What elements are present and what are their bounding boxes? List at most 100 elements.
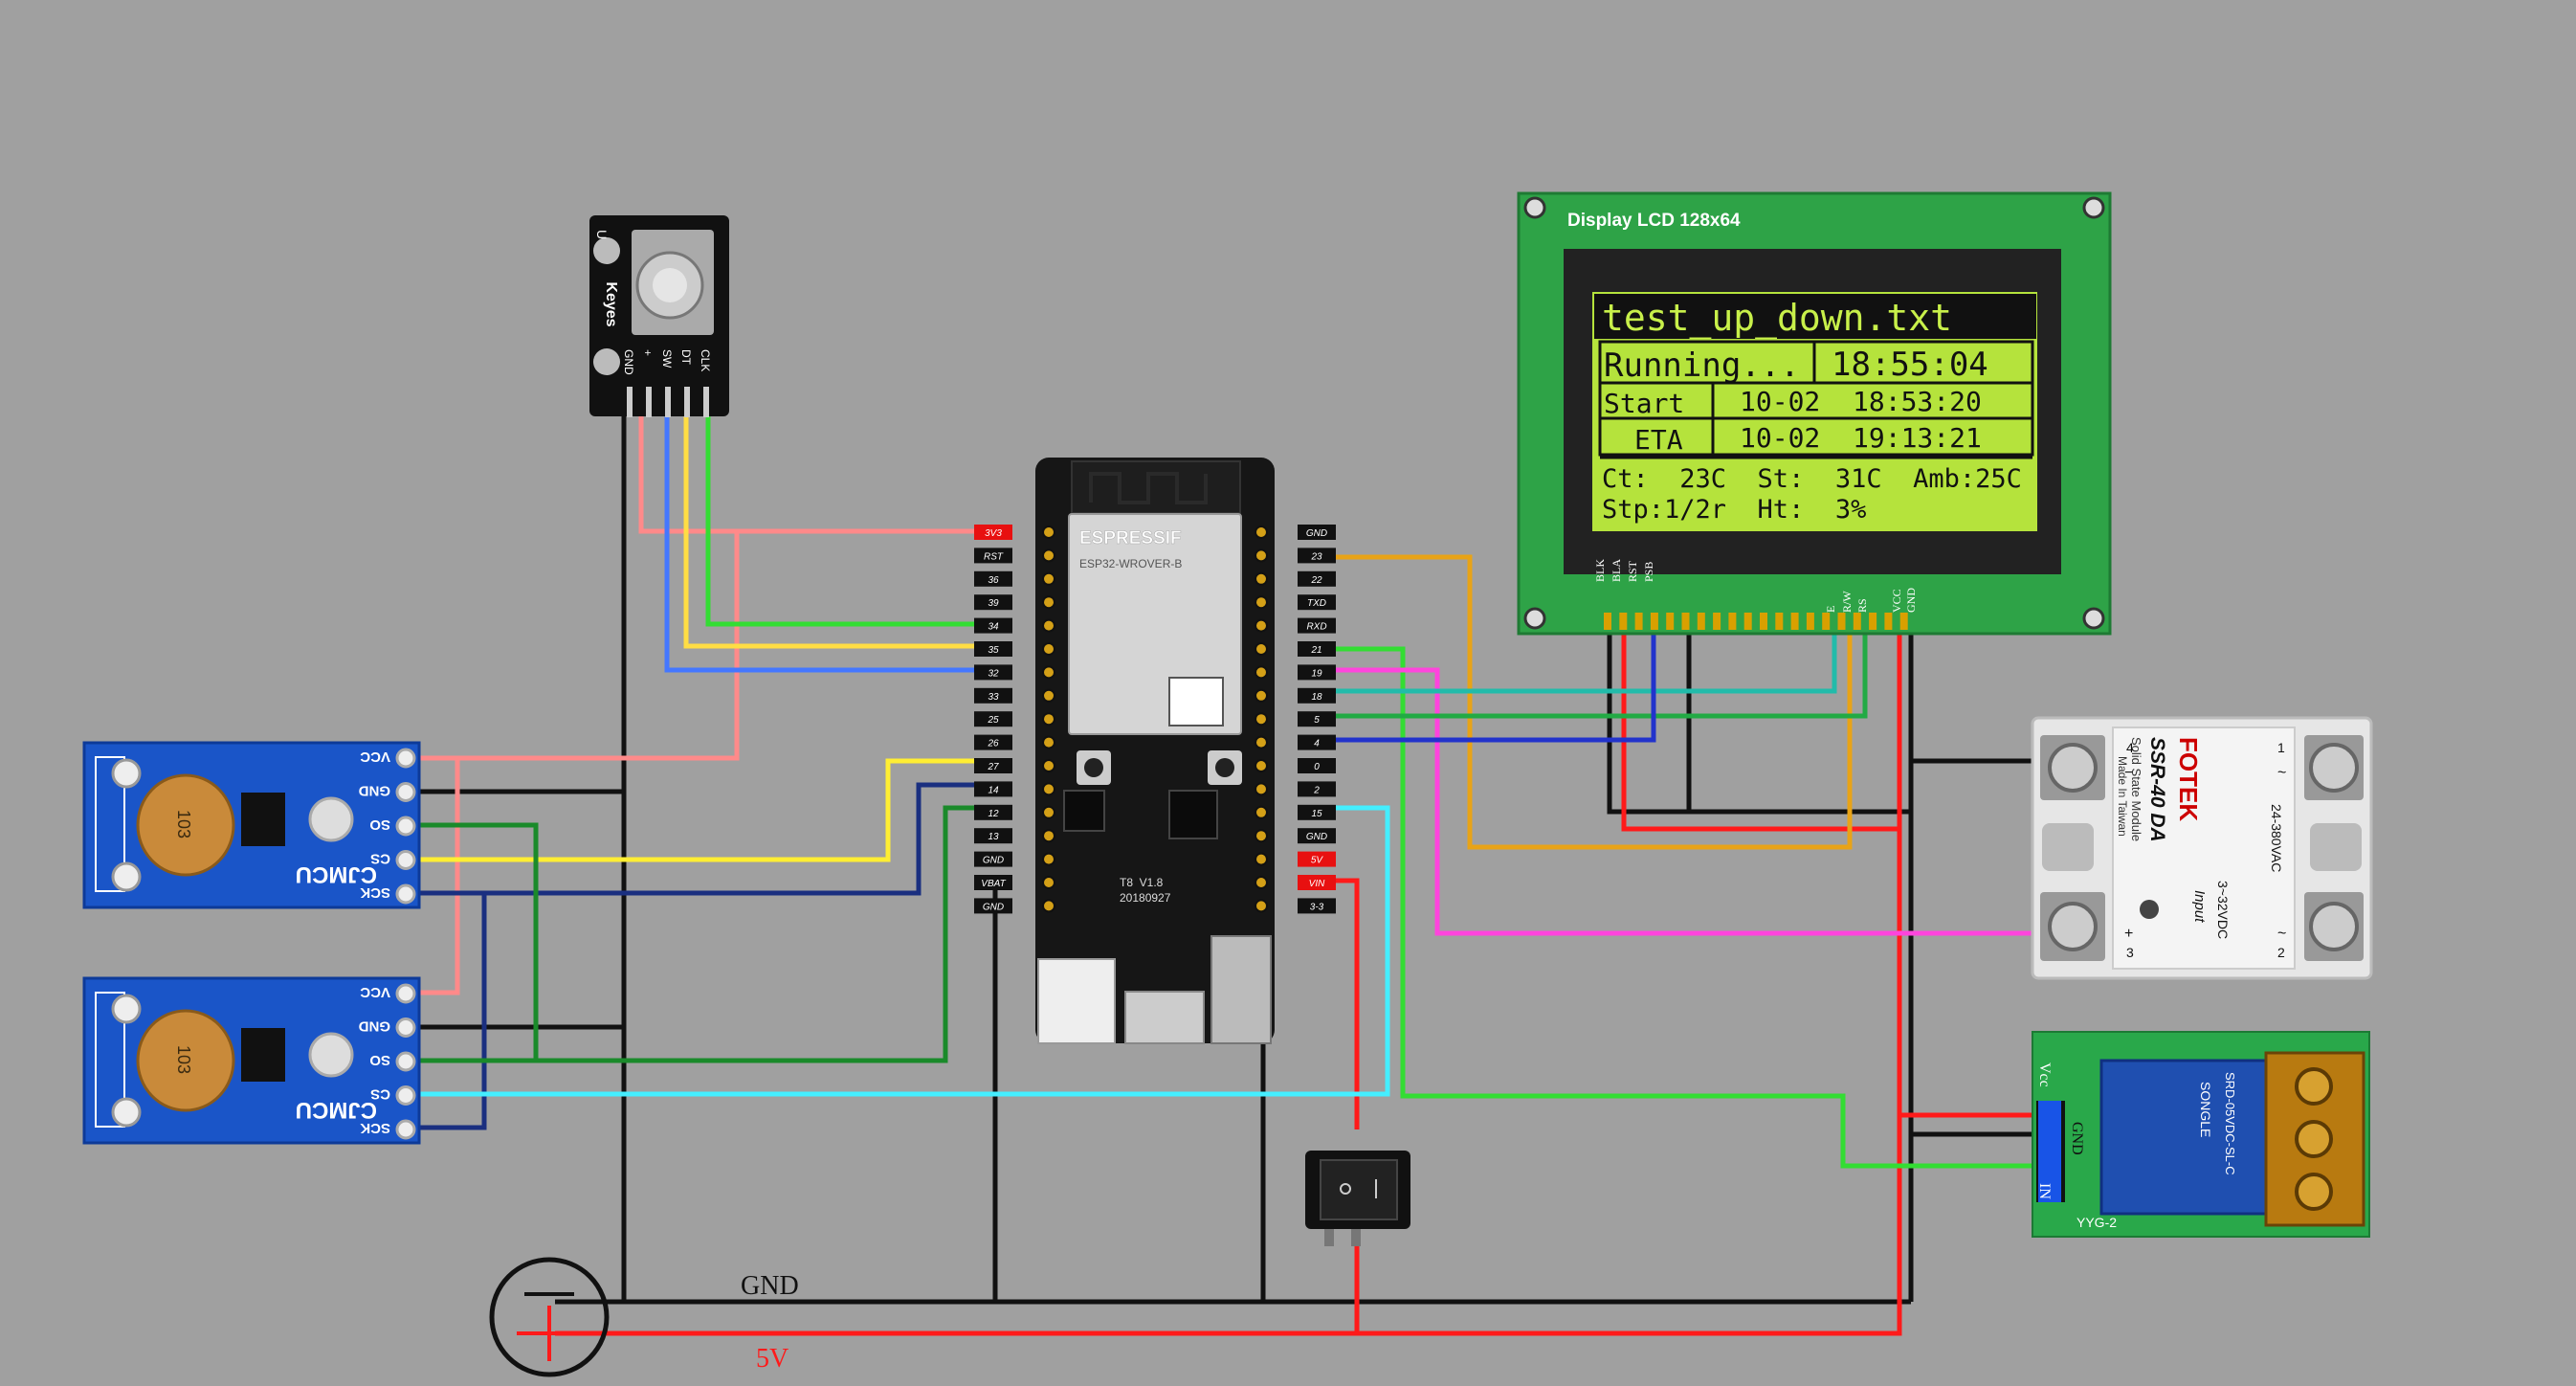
thermocouple-pin: [395, 850, 416, 870]
esp32-pin: [1042, 735, 1055, 749]
esp32-pin: [1042, 642, 1055, 656]
esp32-pin-tag-label: 14: [988, 785, 999, 795]
encoder-pin: [646, 387, 652, 417]
thermocouple-terminal-outline: [95, 756, 125, 892]
ssr-terminal-3: 3: [2126, 945, 2134, 960]
relay-coil: [2099, 1059, 2268, 1216]
thermocouple-pin-label: SO: [369, 816, 390, 833]
encoder-pin-label: +: [641, 349, 655, 356]
esp32-sd-slot[interactable]: [1210, 935, 1272, 1044]
esp32-pin: [1255, 595, 1268, 610]
thermocouple-mount-hole: [111, 758, 142, 789]
ssr-output-range: 24-380VAC: [2269, 804, 2284, 872]
esp32-pin-tag: [1298, 711, 1336, 727]
ssr-screw-icon: [2048, 902, 2098, 951]
relay-brand: SONGLE: [2198, 1082, 2213, 1137]
thermocouple-pin-label: SCK: [360, 884, 390, 901]
wire-darkgreen: [419, 805, 976, 1063]
power-source: GND 5V: [489, 1257, 799, 1377]
encoder-pin: [665, 387, 671, 417]
esp32-pin-tag: [1298, 641, 1336, 657]
esp32-module-name: ESP32-WROVER-B: [1079, 557, 1182, 570]
lcd-pin-header: [1604, 613, 1908, 630]
esp32-pin: [1042, 899, 1055, 913]
esp32-brand: ESPRESSIF: [1079, 528, 1182, 548]
switch-leg: [1351, 1229, 1361, 1246]
esp32-pin: [1255, 899, 1268, 913]
lcd-pin: [1743, 613, 1752, 630]
lcd-pin: [1681, 613, 1690, 630]
thermocouple-modules: 103CJMCUVCCGNDSOCSSCK103CJMCUVCCGNDSOCSS…: [82, 741, 421, 1145]
lcd-eta-label: ETA: [1634, 424, 1683, 456]
ssr-mount-slot: [2042, 823, 2094, 871]
lcd-pin: [1853, 613, 1861, 630]
esp32-pin: [1255, 735, 1268, 749]
esp32-board-date: 20180927: [1120, 891, 1171, 905]
wire-magenta: [1307, 667, 2038, 936]
esp32-pin-tag: [974, 851, 1012, 867]
thermocouple-pin-label: GND: [359, 783, 391, 799]
esp32-pin-tag: [974, 828, 1012, 844]
esp32-pin-tag-label: GND: [1306, 832, 1327, 842]
lcd-title: Display LCD 128x64: [1567, 211, 1741, 231]
esp32-pin: [1042, 759, 1055, 772]
esp32-pin: [1255, 642, 1268, 656]
esp32-pin-tag: [1298, 851, 1336, 867]
esp32-pin-tag: [1298, 664, 1336, 681]
esp32-pin: [1042, 571, 1055, 586]
thermocouple-pin: [395, 883, 416, 905]
ssr-mark-plus: +: [2124, 926, 2133, 942]
esp32-pin-tag-label: 22: [1310, 575, 1322, 586]
esp32-pin-tag-label: 35: [988, 645, 999, 656]
esp32-pin-tag-label: 19: [1311, 668, 1322, 679]
esp32-pin: [1042, 548, 1055, 563]
wire-navy: [419, 782, 976, 1130]
esp32-pin-tag-label: 33: [988, 692, 999, 703]
lcd-pin: [1806, 613, 1814, 630]
esp32-pin: [1255, 548, 1268, 563]
esp32-pin-tag-label: TXD: [1307, 598, 1326, 609]
esp32-pin: [1255, 525, 1268, 539]
relay-module: SONGLE SRD-05VDC-SL-C Vcc GND IN YYG-2: [2032, 1031, 2370, 1238]
lcd-line1: test_up_down.txt: [1602, 297, 1952, 340]
switch-rocker[interactable]: [1320, 1159, 1398, 1220]
encoder-pin: [684, 387, 690, 417]
thermocouple-pin-label: CS: [370, 851, 390, 867]
thermocouple-pin-label: VCC: [360, 749, 390, 765]
esp32-pin-tag-label: 13: [988, 832, 999, 842]
capacitor-label: 103: [174, 1045, 193, 1074]
wire-yellow: [419, 758, 976, 862]
esp32-board: ESPRESSIF ESP32-WROVER-B T8 V1.8 2018092…: [974, 458, 1336, 1044]
wire-encoder-clk: [705, 402, 976, 627]
esp32-qr-code: [1168, 677, 1224, 727]
lcd-mount-hole: [2082, 196, 2105, 219]
lcd-pin-label: BLA: [1610, 559, 1623, 582]
esp32-pin-tag-label: GND: [1306, 528, 1327, 539]
ssr-brand: FOTEK: [2174, 737, 2203, 821]
ssr-screw-icon: [2309, 902, 2359, 951]
esp32-pin-tag-label: GND: [983, 902, 1004, 912]
esp32-pin-tag: [974, 804, 1012, 820]
wire-ground-taps: [419, 789, 624, 1030]
lcd-pin-label: RST: [1626, 560, 1639, 582]
switch-leg: [1324, 1229, 1334, 1246]
solid-state-relay: FOTEK SSR-40 DA Solid State Module Made …: [2031, 716, 2373, 980]
esp32-pin: [1255, 852, 1268, 866]
ssr-origin: Made In Taiwan: [2116, 756, 2129, 837]
lcd-eta-value: 10-02 19:13:21: [1740, 422, 1982, 454]
esp32-antenna-trace: [1089, 472, 1208, 504]
thermocouple-pin: [395, 983, 416, 1004]
wire-encoder-dt: [683, 402, 976, 649]
power-switch[interactable]: [1305, 1151, 1410, 1246]
ssr-mark-ac-1: ~: [2277, 765, 2286, 781]
lcd-pin: [1697, 613, 1705, 630]
esp32-usb-port[interactable]: [1124, 991, 1205, 1044]
lcd-pin-label: VCC: [1890, 589, 1903, 613]
esp32-pin-tag-label: 3V3: [985, 528, 1002, 539]
lcd-pin-label: E: [1824, 606, 1837, 613]
lcd-pin: [1634, 613, 1643, 630]
